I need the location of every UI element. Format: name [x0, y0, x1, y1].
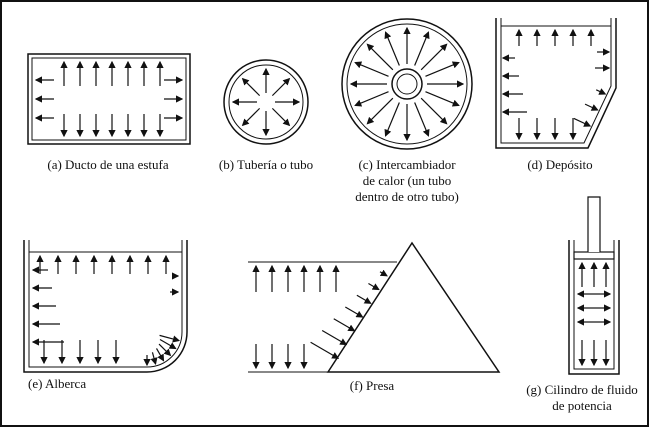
pipe-diagram: [223, 59, 309, 145]
pool-pressure-arrows: [31, 254, 181, 367]
pressure-arrow: [158, 343, 172, 357]
pressure-arrow: [366, 43, 394, 71]
pressure-arrow: [333, 318, 356, 332]
pressure-arrow: [310, 341, 340, 359]
pressure-arrow: [356, 294, 372, 304]
stove-duct-diagram: [27, 53, 191, 145]
pressure-arrow: [425, 61, 460, 77]
pressure-arrow: [368, 282, 380, 291]
pressure-arrow: [271, 107, 291, 127]
caption-c-line-1: (c) Intercambiador: [358, 157, 456, 172]
pressure-arrow: [271, 77, 291, 97]
pressure-arrow: [384, 31, 400, 66]
duct-pressure-arrows: [34, 60, 184, 138]
pressure-arrow: [321, 329, 348, 346]
caption-g-line-2: de potencia: [552, 398, 612, 413]
cylinder-inner-wall: [573, 240, 615, 370]
tank-pressure-arrows: [501, 28, 611, 141]
dam-diagram: [248, 241, 501, 373]
pressure-arrow: [414, 102, 430, 137]
pressure-arrow: [425, 91, 460, 107]
pressure-arrow: [414, 31, 430, 66]
pressure-arrow: [573, 117, 592, 127]
caption-pool: (e) Alberca: [28, 376, 138, 392]
pipe-inner-wall: [228, 64, 304, 140]
caption-c-line-3: dentro de otro tubo): [355, 189, 459, 204]
caption-c-line-2: de calor (un tubo: [362, 173, 452, 188]
pipe-pressure-arrows: [231, 67, 301, 137]
cylinder-outer-wall: [568, 240, 620, 375]
pool-inner-wall: [28, 240, 183, 368]
tank-inner-wall: [500, 18, 612, 144]
pressure-arrow: [420, 97, 448, 125]
pressure-arrow: [159, 338, 177, 350]
pressure-arrow: [344, 306, 364, 318]
exchanger-pressure-arrows: [349, 26, 465, 142]
tank-diagram: [495, 18, 617, 149]
dam-pressure-arrows: [252, 264, 388, 370]
pressure-arrow: [241, 77, 261, 97]
duct-outer-wall: [27, 53, 191, 145]
caption-tank: (d) Depósito: [504, 157, 616, 173]
caption-stove-duct: (a) Ducto de una estufa: [18, 157, 198, 173]
pressure-arrow: [420, 43, 448, 71]
caption-f-text: (f) Presa: [349, 378, 395, 393]
caption-d-text: (d) Depósito: [527, 157, 593, 172]
exchanger-inner-tube-outer: [391, 68, 423, 100]
pressure-arrow: [150, 352, 158, 366]
pressure-arrow: [354, 61, 389, 77]
cylinder-piston: [573, 251, 615, 260]
caption-a-text: (a) Ducto de una estufa: [47, 157, 169, 172]
cylinder-pressure-arrows: [576, 261, 612, 367]
pressure-arrow: [159, 334, 181, 343]
caption-cylinder: (g) Cilindro de fluido de potencia: [520, 382, 644, 414]
exchanger-inner-tube-inner: [396, 73, 418, 95]
caption-e-text: (e) Alberca: [28, 376, 87, 391]
exchanger-outer-inner-wall: [346, 23, 468, 145]
hydraulic-cylinder-diagram: [568, 196, 620, 375]
pressure-arrow: [384, 102, 400, 137]
tank-outer-wall: [495, 18, 617, 149]
exchanger-outer-wall: [341, 18, 473, 150]
caption-pipe: (b) Tubería o tubo: [208, 157, 324, 173]
pipe-outer-wall: [223, 59, 309, 145]
pressure-arrow: [379, 269, 388, 277]
caption-g-line-1: (g) Cilindro de fluido: [526, 382, 638, 397]
pressure-arrow: [366, 97, 394, 125]
dam-body: [326, 241, 501, 373]
pool-diagram: [23, 240, 188, 373]
pressure-arrow: [155, 348, 165, 362]
pressure-arrow: [584, 103, 599, 111]
pressure-arrow: [354, 91, 389, 107]
caption-dam: (f) Presa: [332, 378, 412, 394]
pool-outer-wall: [23, 240, 188, 373]
duct-inner-wall: [31, 57, 187, 141]
pressure-arrow: [241, 107, 261, 127]
pressure-arrow: [595, 88, 607, 95]
caption-heat-exchanger: (c) Intercambiador de calor (un tubo den…: [340, 157, 474, 205]
caption-b-text: (b) Tubería o tubo: [218, 157, 314, 172]
heat-exchanger-diagram: [341, 18, 473, 150]
cylinder-piston-rod: [587, 196, 601, 252]
